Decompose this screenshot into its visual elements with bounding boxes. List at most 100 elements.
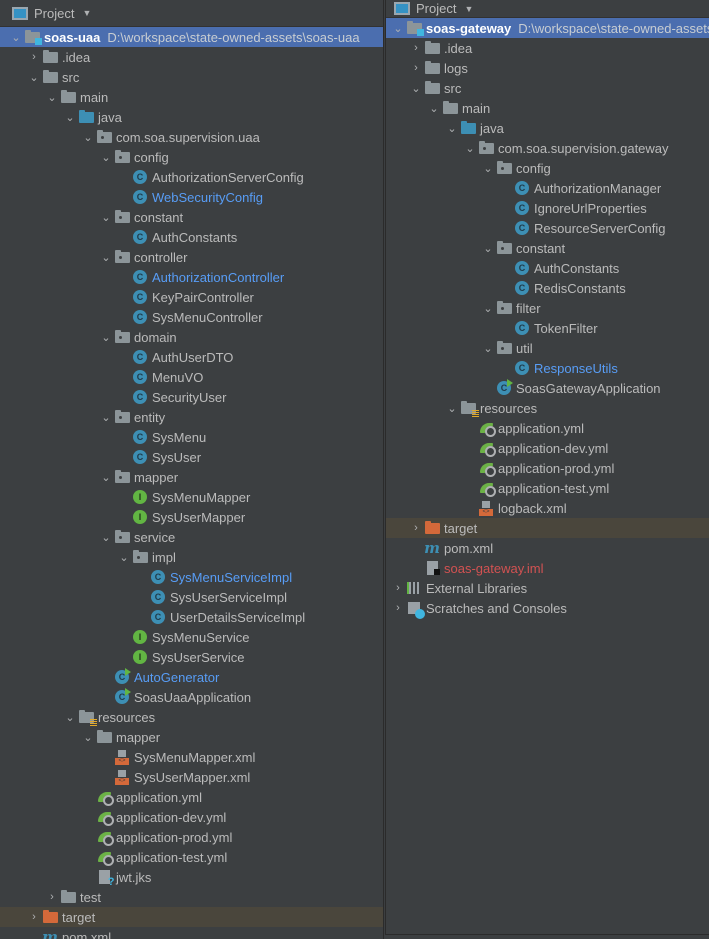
chevron-down-icon[interactable]: ⌄ — [465, 142, 475, 155]
chevron-right-icon[interactable]: › — [396, 602, 400, 614]
chevron-down-icon[interactable]: ⌄ — [101, 411, 111, 424]
tree-item[interactable]: SysUserMapper.xml — [0, 767, 383, 787]
chevron-down-icon[interactable]: ⌄ — [101, 211, 111, 224]
chevron-right-icon[interactable]: › — [414, 42, 418, 54]
tree-item[interactable]: application-test.yml — [0, 847, 383, 867]
tree-item[interactable]: logback.xml — [386, 498, 709, 518]
tree-item[interactable]: ›target — [0, 907, 383, 927]
tree-item[interactable]: ⌄resources — [386, 398, 709, 418]
tree-item[interactable]: ⌄impl — [0, 547, 383, 567]
tree-item[interactable]: ›External Libraries — [386, 578, 709, 598]
tree-root-soas-gateway[interactable]: ⌄ soas-gateway D:\workspace\state-owned-… — [386, 18, 709, 38]
tree-item[interactable]: soas-gateway.iml — [386, 558, 709, 578]
chevron-down-icon[interactable]: ⌄ — [47, 91, 57, 104]
tree-item[interactable]: ⌄com.soa.supervision.gateway — [386, 138, 709, 158]
tree-item[interactable]: ⌄resources — [0, 707, 383, 727]
chevron-right-icon[interactable]: › — [414, 522, 418, 534]
tree-item[interactable]: ›.idea — [386, 38, 709, 58]
project-view-title[interactable]: Project — [34, 5, 75, 21]
chevron-down-icon[interactable]: ⌄ — [101, 251, 111, 264]
chevron-down-icon[interactable]: ⌄ — [101, 151, 111, 164]
tree-item[interactable]: ›Scratches and Consoles — [386, 598, 709, 619]
tree-item[interactable]: jwt.jks — [0, 867, 383, 888]
chevron-right-icon[interactable]: › — [32, 51, 36, 63]
chevron-down-icon[interactable]: ⌄ — [447, 402, 457, 415]
tree-item[interactable]: ⌄config — [0, 147, 383, 167]
tree-item[interactable]: application-dev.yml — [0, 807, 383, 827]
tree-item[interactable]: ⌄com.soa.supervision.uaa — [0, 127, 383, 147]
tree-item[interactable]: application-test.yml — [386, 478, 709, 498]
chevron-down-icon[interactable]: ⌄ — [29, 71, 39, 84]
tree-item[interactable]: ⌄mapper — [0, 727, 383, 747]
tree-item[interactable]: application-prod.yml — [386, 458, 709, 478]
chevron-right-icon[interactable]: › — [414, 62, 418, 74]
tree-item[interactable]: ⌄service — [0, 527, 383, 547]
chevron-down-icon[interactable]: ⌄ — [101, 531, 111, 544]
chevron-right-icon[interactable]: › — [50, 891, 54, 903]
tree-item[interactable]: ›target — [386, 518, 709, 538]
tree-item[interactable]: ⌄mapper — [0, 467, 383, 487]
chevron-down-icon[interactable]: ⌄ — [65, 711, 75, 724]
tree-item[interactable]: ⌄src — [0, 67, 383, 87]
tree-item[interactable]: ⌄filter — [386, 298, 709, 318]
project-panel-header[interactable]: Project ▼ — [0, 0, 383, 27]
chevron-right-icon[interactable]: › — [396, 582, 400, 594]
chevron-down-icon[interactable]: ▼ — [82, 8, 92, 18]
tree-item[interactable]: ⌄constant — [386, 238, 709, 258]
chevron-right-icon[interactable]: › — [32, 911, 36, 923]
chevron-down-icon[interactable]: ⌄ — [101, 471, 111, 484]
expand-arrow-icon[interactable]: ⌄ — [393, 22, 403, 35]
chevron-down-icon[interactable]: ⌄ — [83, 731, 93, 744]
chevron-down-icon[interactable]: ⌄ — [483, 302, 493, 315]
chevron-down-icon[interactable]: ⌄ — [101, 331, 111, 344]
chevron-down-icon[interactable]: ▼ — [464, 3, 474, 14]
tree-item[interactable]: ›logs — [386, 58, 709, 78]
tree-item[interactable]: ⌄constant — [0, 207, 383, 227]
chevron-down-icon[interactable]: ⌄ — [83, 131, 93, 144]
tree-item[interactable]: ⌄java — [386, 118, 709, 138]
tree-item[interactable]: application-dev.yml — [386, 438, 709, 458]
chevron-down-icon[interactable]: ⌄ — [483, 342, 493, 355]
tree-item[interactable]: SysMenuMapper.xml — [0, 747, 383, 767]
tree-item[interactable]: ⌄util — [386, 338, 709, 358]
chevron-down-icon[interactable]: ⌄ — [429, 102, 439, 115]
expand-arrow-icon[interactable]: ⌄ — [11, 31, 21, 44]
tree-root-soas-uaa[interactable]: ⌄ soas-uaa D:\workspace\state-owned-asse… — [0, 27, 383, 47]
tree-item[interactable]: ⌄domain — [0, 327, 383, 347]
chevron-down-icon[interactable]: ⌄ — [483, 162, 493, 175]
tree-item[interactable]: ⌄src — [386, 78, 709, 98]
tree-item[interactable]: ›test — [0, 887, 383, 907]
tree-item[interactable]: application.yml — [386, 418, 709, 438]
project-view-title[interactable]: Project — [416, 1, 457, 16]
tree-item[interactable]: application-prod.yml — [0, 827, 383, 847]
tree-item[interactable]: ›.idea — [0, 47, 383, 67]
chevron-down-icon[interactable]: ⌄ — [483, 242, 493, 255]
chevron-down-icon[interactable]: ⌄ — [447, 122, 457, 135]
